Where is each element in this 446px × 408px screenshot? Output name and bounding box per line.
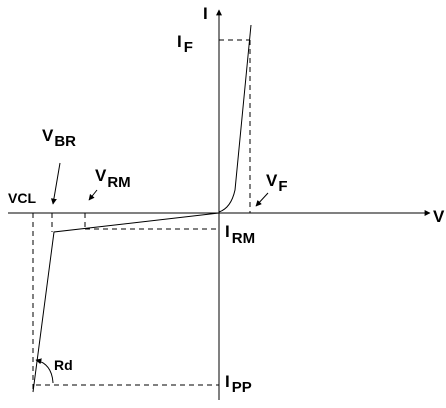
dashed-guides	[32, 39, 251, 392]
vrm-label: VRM	[95, 166, 131, 191]
vbr-pointer-arrow	[50, 162, 61, 205]
i-axis-label: I	[203, 4, 208, 23]
rd-label: Rd	[54, 357, 73, 373]
v-axis-label: V	[433, 207, 445, 226]
forward-curve	[218, 24, 252, 213]
vf-pointer-arrow	[255, 192, 269, 207]
vrm-pointer-arrow	[88, 189, 98, 201]
vcl-label: VCL	[8, 190, 36, 206]
vbr-label: VBR	[42, 126, 76, 150]
vf-label: VF	[266, 171, 288, 195]
rd-angle-arc	[35, 358, 54, 384]
reverse-curve	[32, 212, 220, 393]
